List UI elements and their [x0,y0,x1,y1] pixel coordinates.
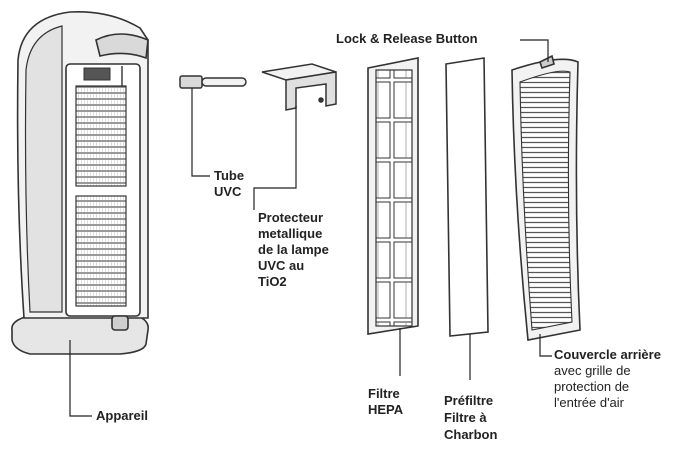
label-protector-line1: Protecteur [258,210,324,225]
hepa-filter [367,57,419,335]
tube-uvc-lamp [201,77,247,87]
label-appareil: Appareil [96,408,149,423]
label-rear-cover-line1: avec grille de [554,363,631,378]
metal-protector [261,63,337,111]
label-rear-cover-title: Couvercle arrière [554,347,661,362]
appareil-unit [11,11,149,355]
label-protector-line5: TiO2 [258,274,287,289]
tube-uvc-base [179,75,203,89]
label-hepa-line2: HEPA [368,402,404,417]
label-protector-line4: UVC au [258,258,305,273]
label-tube-uvc-line1: Tube [214,168,245,183]
label-tube-uvc: Tube UVC [214,168,244,200]
label-protector-line2: metallique [258,226,323,241]
label-hepa-line1: Filtre [368,386,400,401]
label-prefilter-line2: Filtre à [444,410,487,425]
leader-lines [69,39,552,417]
label-lock-release-button: Lock & Release Button [336,31,478,46]
label-tube-uvc-line2: UVC [214,184,242,199]
label-rear-cover: Couvercle arrière avec grille de protect… [554,347,661,411]
label-protector-line3: de la lampe [258,242,329,257]
label-rear-cover-line3: l'entrée d'air [554,395,625,410]
label-prefilter-line1: Préfiltre [444,393,494,408]
tube-uvc [179,75,247,89]
label-prefilter: Préfiltre Filtre à Charbon [444,392,497,443]
prefilter-carbon [445,57,489,337]
label-metal-protector: Protecteur metallique de la lampe UVC au… [258,210,329,290]
label-rear-cover-line2: protection de [554,379,630,394]
label-prefilter-line3: Charbon [444,427,498,442]
label-hepa-filter: Filtre HEPA [368,386,403,418]
rear-cover [511,54,581,341]
